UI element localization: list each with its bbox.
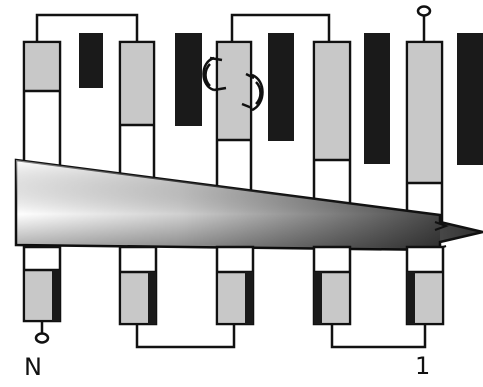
bottom-loops [34,321,427,349]
upper-helix-3-shade [218,43,250,141]
top-loop-3-4 [230,13,331,42]
bottom-loop-4-5 [330,324,427,349]
upper-helix-2-shade [121,43,153,126]
upper-helix-1-shade [25,43,59,92]
upper-helix-4-shade [315,43,349,161]
terminal-label-n: N [24,353,42,381]
upper-helix-5-shade [408,43,441,184]
dark-bar-2 [175,33,202,126]
bottom-terminal-circle [34,332,50,344]
dark-bar-1 [79,33,103,88]
dark-bar-4 [364,33,390,164]
bottom-loop-2-3 [135,324,236,349]
dark-bar-3 [268,33,294,141]
dark-bar-5 [457,33,483,165]
gate-mark-right [251,73,264,112]
top-loops [35,5,432,42]
dark-bars [79,33,483,165]
gate-mark-left [202,56,215,92]
top-loop-1-2 [35,13,139,42]
direction-arrow [14,158,483,252]
gate-marks [202,56,264,112]
terminal-label-1: 1 [415,352,431,380]
upper-helices [22,40,444,234]
lower-helices [22,245,445,326]
top-terminal-circle [416,5,432,17]
